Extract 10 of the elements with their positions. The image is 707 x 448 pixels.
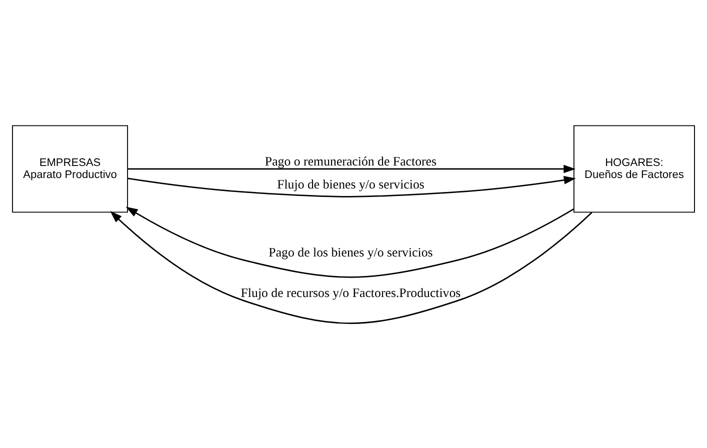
edge-label: Flujo de recursos y/o Factores.Productivos — [240, 286, 461, 300]
node-box: EMPRESAS Aparato Productivo — [12, 124, 128, 212]
arrow — [128, 164, 576, 173]
arrow — [126, 206, 574, 278]
arrow — [128, 176, 576, 197]
edge-label: Pago o remuneración de Factores — [264, 154, 437, 168]
arrow — [110, 210, 592, 324]
edge-label: Pago de los bienes y/o servicios — [268, 245, 433, 260]
edge-label: Flujo de bienes y/o servicios — [277, 176, 424, 191]
node-box: HOGARES: Dueños de Factores — [573, 124, 695, 212]
